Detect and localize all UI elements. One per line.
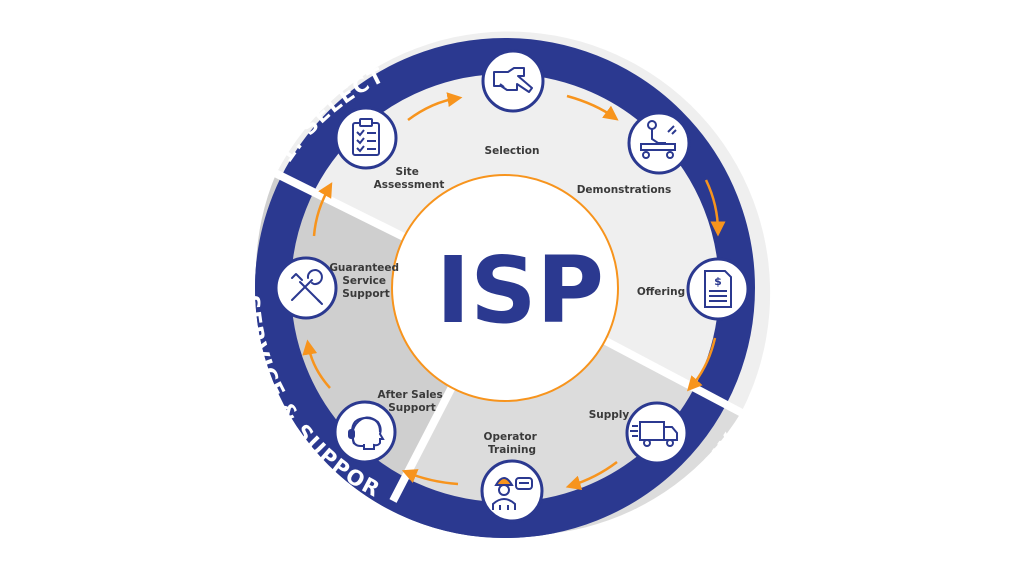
step-demonstrations [627, 111, 691, 175]
step-offering: $ [686, 257, 750, 321]
arrow-training-to-aftersales [401, 469, 459, 486]
arrow-site-to-selection [407, 92, 463, 122]
arrow-offering-to-supply [686, 337, 717, 392]
label-operator-training: Operator Training [484, 431, 541, 456]
headset-support-icon [348, 416, 385, 450]
invoice-document-icon: $ [704, 270, 732, 308]
arrow-guaranteed-to-site [312, 182, 333, 237]
pointing-hand-icon [493, 67, 533, 93]
step-supply [625, 401, 689, 465]
step-operator-training [480, 459, 544, 523]
label-supply: Supply [589, 409, 630, 421]
label-guaranteed-service-support: Guaranteed Service Support [329, 262, 402, 300]
wrench-screwdriver-icon [291, 269, 323, 305]
center-label: ISP [436, 237, 604, 344]
label-selection: Selection [485, 145, 540, 157]
forklift-operator-icon [640, 120, 677, 159]
divider-select-service [273, 169, 412, 244]
delivery-truck-icon [630, 421, 678, 447]
center-circle [391, 174, 619, 402]
step-selection [481, 49, 545, 113]
label-after-sales-support: After Sales Support [378, 389, 447, 414]
label-demonstrations: Demonstrations [577, 184, 672, 196]
worker-helmet-icon [492, 477, 533, 510]
step-after-sales-support [333, 400, 397, 464]
svg-text:$: $ [714, 275, 722, 288]
label-offering: Offering [637, 286, 685, 298]
step-guaranteed-service-support [274, 256, 338, 320]
arrow-aftersales-to-guaranteed [302, 339, 331, 389]
arrow-supply-to-training [565, 461, 618, 491]
label-site-assessment: Site Assessment [374, 166, 445, 191]
step-site-assessment [334, 106, 398, 170]
clipboard-checklist-icon [352, 118, 380, 156]
divider-select-supply [598, 334, 744, 417]
arrow-demo-to-offering [704, 179, 726, 237]
arrow-selection-to-demo [566, 94, 619, 121]
cycle-arrows [302, 92, 726, 491]
